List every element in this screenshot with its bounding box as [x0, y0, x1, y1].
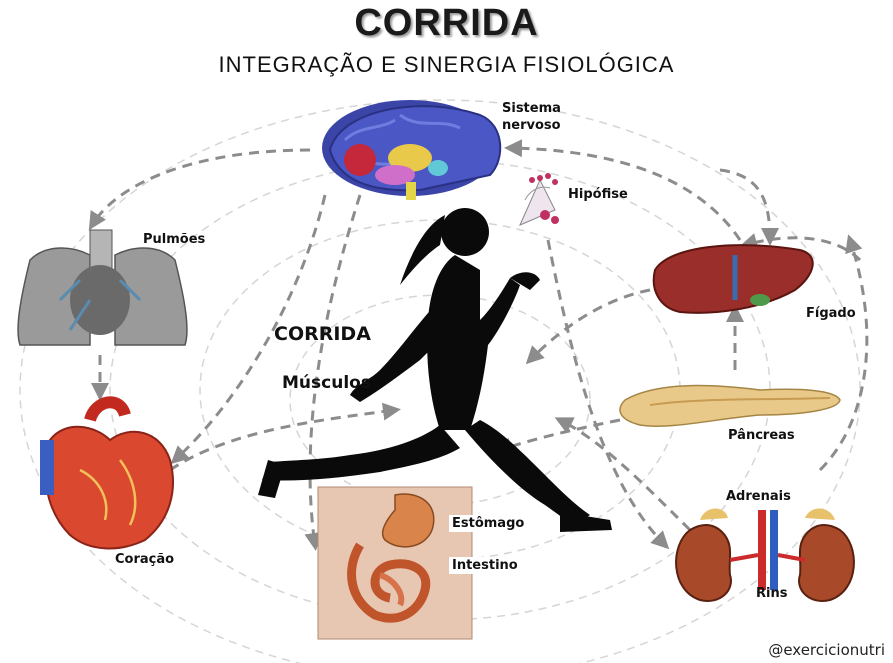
label-hipofise: Hipófise: [568, 186, 628, 203]
label-intestino: Intestino: [449, 557, 521, 574]
label-adrenais: Adrenais: [726, 488, 791, 505]
liver-illustration: [654, 245, 813, 313]
pituitary-illustration: [520, 173, 559, 225]
label-figado: Fígado: [806, 305, 856, 322]
label-pancreas: Pâncreas: [728, 427, 795, 444]
label-estomago: Estômago: [449, 515, 527, 532]
center-subtitle: Músculos: [282, 375, 371, 392]
pancreas-illustration: [620, 386, 840, 427]
center-title: CORRIDA: [274, 326, 371, 343]
label-sistema-nervoso: Sistema nervoso: [502, 100, 561, 134]
credit-handle: @exercicionutri: [768, 641, 885, 659]
heart-illustration: [40, 402, 173, 548]
label-rins: Rins: [756, 585, 787, 602]
brain-illustration: [322, 100, 500, 200]
label-coracao: Coração: [115, 551, 174, 568]
label-pulmoes: Pulmões: [143, 231, 205, 248]
